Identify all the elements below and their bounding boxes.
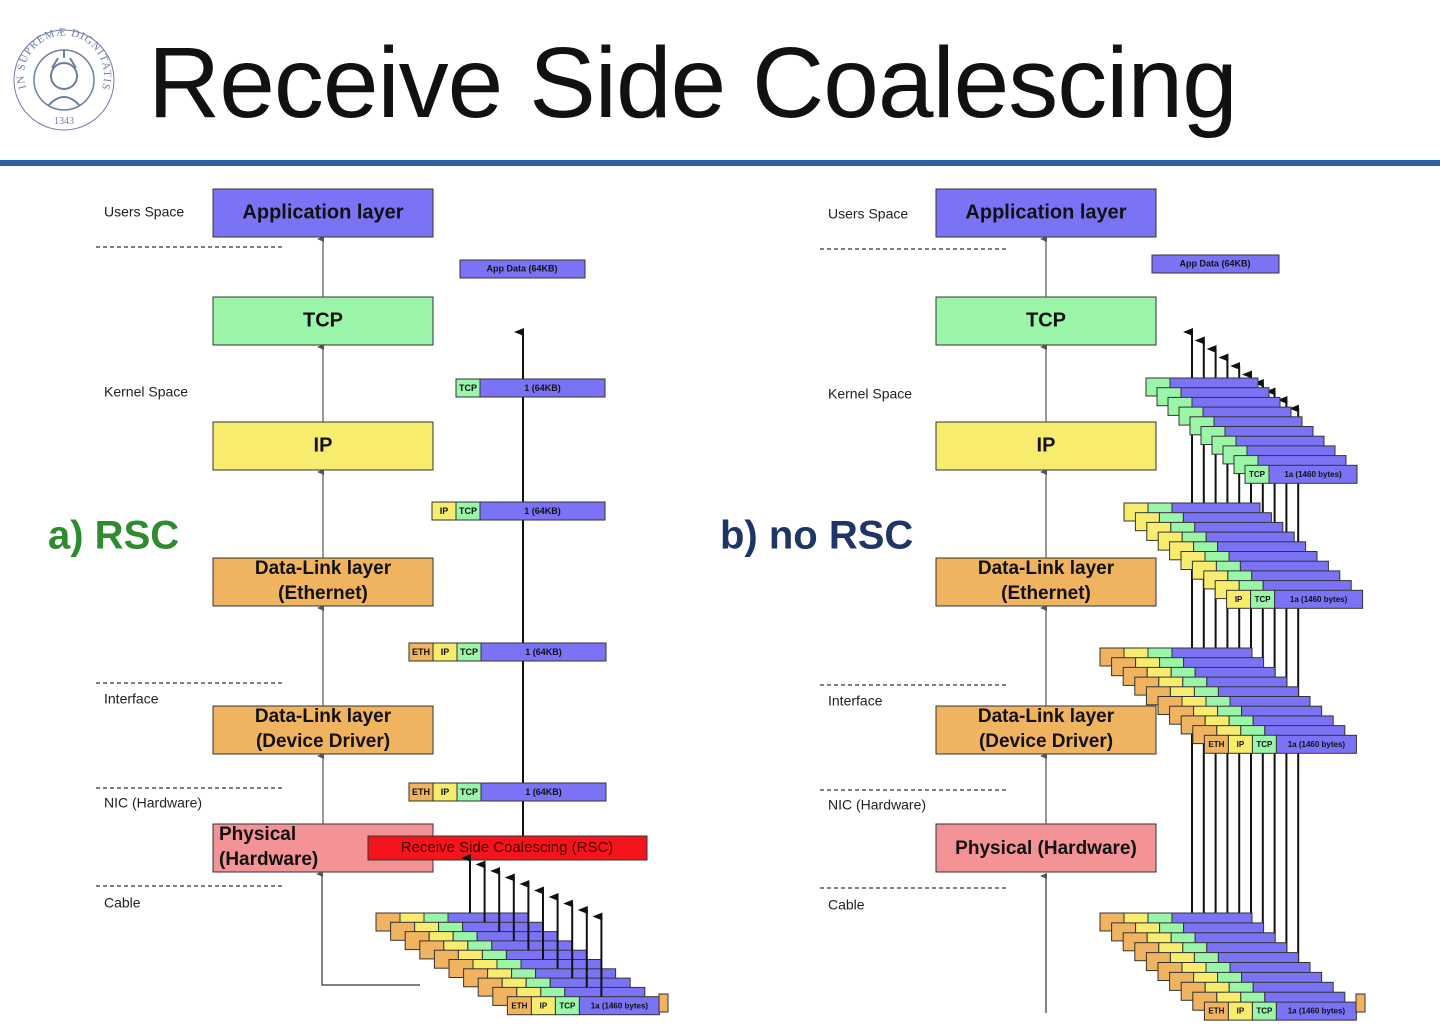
zone-label: Interface xyxy=(828,693,883,709)
cable-line xyxy=(316,871,420,986)
eth-packet-segment-label: 1 (64KB) xyxy=(525,647,562,657)
ip-fragment-segment-label: TCP xyxy=(1255,595,1272,604)
tcp-layer-label: TCP xyxy=(303,309,343,331)
datalink-driver-label-2: (Device Driver) xyxy=(256,731,390,752)
kernel-tcp-fragment-segment-label: 1a (1460 bytes) xyxy=(1284,470,1342,479)
rsc-box xyxy=(367,835,648,861)
zone-label: Interface xyxy=(104,691,159,707)
kernel-tcp-fragment-segment-label: TCP xyxy=(1249,470,1266,479)
rsc-box-label: Receive Side Coalescing (RSC) xyxy=(401,839,614,856)
cable-fragment-packet-segment-label: 1a (1460 bytes) xyxy=(591,1001,649,1010)
eth-fragment-segment-label: TCP xyxy=(1256,740,1273,749)
datalink-driver-box xyxy=(212,705,434,755)
kernel-tcp-packet-segment-label: TCP xyxy=(459,383,477,393)
zone-label: Kernel Space xyxy=(104,384,188,400)
cable-fragment-packet-segment-label: TCP xyxy=(559,1001,576,1010)
cable-fragment-packet-segment-label: IP xyxy=(540,1001,548,1010)
application-layer-label: Application layer xyxy=(965,201,1126,223)
nic-packet-segment-label: 1 (64KB) xyxy=(525,787,562,797)
physical-layer-label: Physical (Hardware) xyxy=(955,838,1137,859)
cable-fragment-right-segment-label: 1a (1460 bytes) xyxy=(1288,1007,1346,1016)
datalink-ethernet-box xyxy=(935,557,1157,607)
zone-label: Users Space xyxy=(828,206,908,222)
physical-layer-label-1: Physical xyxy=(219,824,296,845)
nic-packet-segment-label: ETH xyxy=(412,787,430,797)
cable-fragment-right-segment-label: IP xyxy=(1237,1007,1245,1016)
app-data-label: App Data (64KB) xyxy=(486,263,557,273)
eth-packet-segment-label: ETH xyxy=(412,647,430,657)
kernel-tcp-fragment-segment xyxy=(1268,464,1358,484)
tcp-layer-box xyxy=(935,296,1157,346)
nic-packet-segment xyxy=(480,782,607,802)
application-layer-box xyxy=(935,188,1157,238)
datalink-driver-label-1: Data-Link layer xyxy=(255,706,392,727)
zone-label: Cable xyxy=(104,895,141,911)
title-divider xyxy=(0,160,1440,166)
tcp-layer-label: TCP xyxy=(1026,309,1066,331)
ip-layer-box xyxy=(935,421,1157,471)
tcp-layer-box xyxy=(212,296,434,346)
eth-packet-segment-label: TCP xyxy=(460,647,478,657)
cable-fragment-trailer xyxy=(658,993,669,1013)
no-rsc-section-label: b) no RSC xyxy=(720,514,913,558)
eth-fragment-segment xyxy=(1275,734,1357,754)
app-data-label-right: App Data (64KB) xyxy=(1179,258,1250,268)
ip-layer-label: IP xyxy=(314,434,333,456)
eth-fragment-segment-label: IP xyxy=(1237,740,1245,749)
datalink-ethernet-label-2: (Ethernet) xyxy=(278,583,368,604)
rsc-section-label: a) RSC xyxy=(48,514,179,558)
cable-fragment-trailer-right xyxy=(1355,993,1366,1013)
physical-layer-label-2: (Hardware) xyxy=(219,849,318,870)
datalink-driver-label-2: (Device Driver) xyxy=(979,731,1113,752)
cable-fragment-packet-segment-label: ETH xyxy=(511,1001,527,1010)
ip-fragment-segment xyxy=(1274,589,1364,609)
nic-packet-segment-label: IP xyxy=(441,787,450,797)
cable-fragment-right-segment-label: ETH xyxy=(1208,1007,1224,1016)
application-layer-label: Application layer xyxy=(242,201,403,223)
app-data-box xyxy=(459,259,586,279)
university-seal-logo: IN SUPREMÆ DIGNITATIS 1343 xyxy=(13,28,115,131)
ip-layer-label: IP xyxy=(1037,434,1056,456)
zone-label: Cable xyxy=(828,897,865,913)
ip-fragment-segment-label: 1a (1460 bytes) xyxy=(1290,595,1348,604)
ip-packet-segment xyxy=(479,501,606,521)
kernel-tcp-packet-segment xyxy=(479,378,606,398)
eth-fragment-segment-label: ETH xyxy=(1208,740,1224,749)
zone-label: Users Space xyxy=(104,204,184,220)
datalink-ethernet-label-2: (Ethernet) xyxy=(1001,583,1091,604)
zone-label: NIC (Hardware) xyxy=(828,797,926,813)
datalink-ethernet-label-1: Data-Link layer xyxy=(255,558,392,579)
slide-title: Receive Side Coalescing xyxy=(148,27,1238,139)
eth-packet-segment xyxy=(480,642,607,662)
ip-packet-segment-label: IP xyxy=(440,506,449,516)
svg-text:1343: 1343 xyxy=(54,116,74,127)
ip-packet-segment-label: TCP xyxy=(459,506,477,516)
datalink-driver-label-1: Data-Link layer xyxy=(978,706,1115,727)
datalink-ethernet-label-1: Data-Link layer xyxy=(978,558,1115,579)
ip-fragment-segment-label: IP xyxy=(1235,595,1243,604)
eth-fragment-segment-label: 1a (1460 bytes) xyxy=(1288,740,1346,749)
ip-layer-box xyxy=(212,421,434,471)
cable-fragment-right-segment-label: TCP xyxy=(1256,1007,1273,1016)
ip-packet-segment-label: 1 (64KB) xyxy=(524,506,561,516)
datalink-ethernet-box xyxy=(212,557,434,607)
physical-layer-box xyxy=(935,823,1157,873)
app-data-box-right xyxy=(1151,254,1280,274)
kernel-tcp-packet-segment-label: 1 (64KB) xyxy=(524,383,561,393)
zone-label: NIC (Hardware) xyxy=(104,795,202,811)
nic-packet-segment-label: TCP xyxy=(460,787,478,797)
eth-packet-segment-label: IP xyxy=(441,647,450,657)
zone-label: Kernel Space xyxy=(828,386,912,402)
